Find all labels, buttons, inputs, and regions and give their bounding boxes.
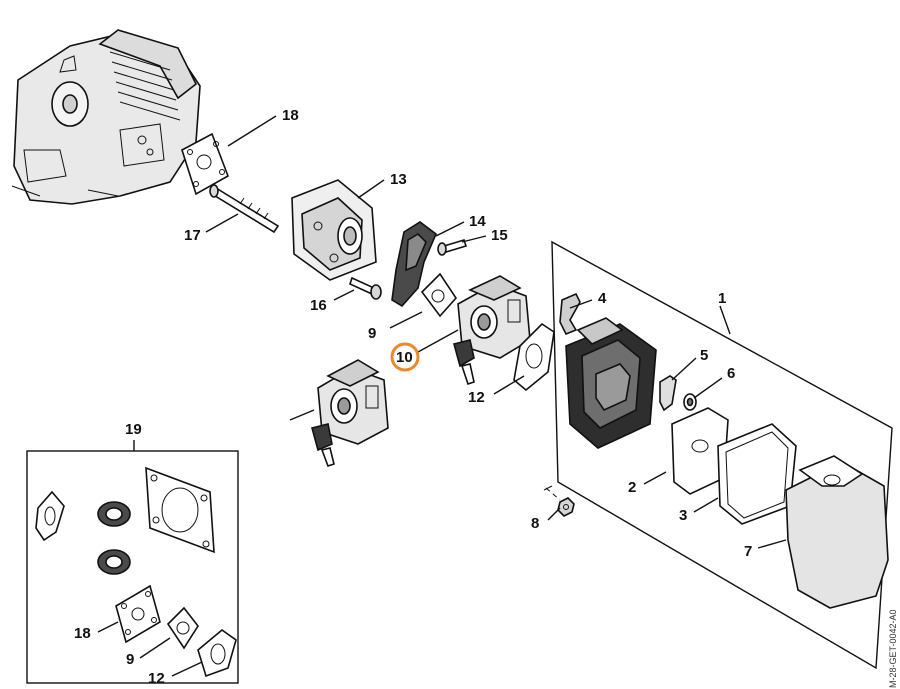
gasket-18 [181,132,229,196]
drawing-code: M-28-GET-0042-A0 [888,609,898,688]
label-13: 13 [390,171,407,188]
label-18: 18 [282,107,299,124]
label-10[interactable]: 10 [396,349,413,366]
airfilter-assembly-frame [551,240,893,670]
label-kit-9: 9 [126,651,134,668]
label-4: 4 [598,290,607,307]
engine-block [11,29,201,205]
highlight-ring-10 [390,342,420,372]
washer-6 [683,393,697,411]
label-17: 17 [184,227,201,244]
nut-8 [543,485,575,517]
clip-4 [559,292,581,336]
label-14: 14 [469,213,486,230]
filter-base [565,317,657,449]
label-3: 3 [679,507,687,524]
kit-seal-b [97,549,131,575]
gasket-12 [513,322,555,392]
gasket-9 [420,272,458,318]
kit-box-19 [26,450,239,684]
label-kit-12: 12 [148,670,165,687]
label-15: 15 [491,227,508,244]
cover-7 [785,455,889,609]
kit-cylinder-gasket [145,466,215,554]
label-8: 8 [531,515,539,532]
plate-14 [391,221,437,308]
kit-gasket-18 [115,584,161,644]
carburetor-alt [311,359,389,468]
label-9: 9 [368,325,376,342]
label-16: 16 [310,297,327,314]
part-labels: 18 17 13 14 15 16 9 10 12 4 1 5 6 2 3 8 … [74,107,752,687]
carburetor-10 [453,275,531,386]
bolt-17 [209,184,280,234]
label-12: 12 [468,389,485,406]
label-kit-18: 18 [74,625,91,642]
kit-seal-a [97,501,131,527]
screw-16 [349,276,382,300]
kit-gasket-9 [166,606,199,650]
bracket-5 [659,375,677,412]
label-1: 1 [718,290,726,307]
filter-element-3 [717,423,797,525]
kit-gasket-small [35,490,65,542]
label-6: 6 [727,365,735,382]
leader-lines [97,115,787,677]
kit-gasket-12 [197,628,237,678]
label-19: 19 [125,421,142,438]
manifold-13 [291,179,377,281]
label-2: 2 [628,479,636,496]
label-7: 7 [744,543,752,560]
label-5: 5 [700,347,708,364]
screw-15 [437,239,468,256]
